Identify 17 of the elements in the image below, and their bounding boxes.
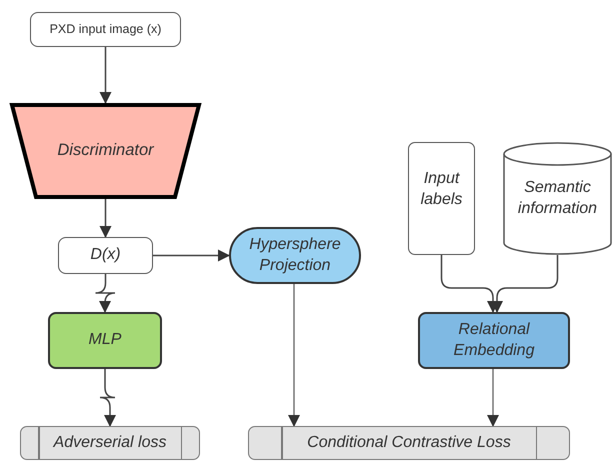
arrow <box>100 199 112 238</box>
arrow <box>94 274 116 313</box>
arrow <box>487 369 499 427</box>
database-cylinder: Semantic information <box>503 142 612 255</box>
arrow <box>288 284 300 427</box>
mlp-box: MLP <box>48 312 162 369</box>
loss-box: Conditional Contrastive Loss <box>248 426 570 460</box>
discriminator-trapezoid: Discriminator <box>10 103 201 199</box>
loss-box: Adverserial loss <box>20 426 200 460</box>
arrow <box>153 250 230 262</box>
input-box: PXD input image (x) <box>30 12 181 47</box>
embedding-box: Relational Embedding <box>418 312 570 369</box>
arrow <box>100 47 112 104</box>
output-box: D(x) <box>58 237 153 274</box>
projection-terminal: Hypersphere Projection <box>229 227 361 284</box>
labels-box: Input labels <box>408 142 475 255</box>
arrow <box>99 369 116 427</box>
